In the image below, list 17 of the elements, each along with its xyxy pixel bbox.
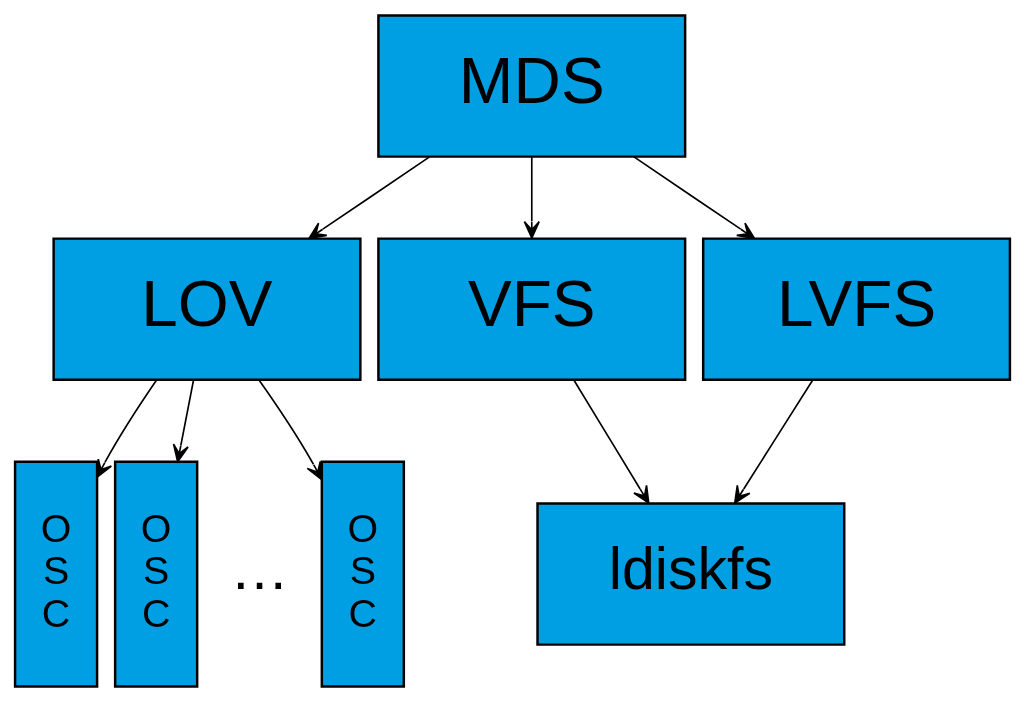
- arrow: [733, 379, 814, 504]
- node-box: O S C: [113, 460, 199, 688]
- node-box: O S C: [320, 460, 406, 688]
- arrow: [632, 155, 756, 240]
- arrow: [258, 378, 323, 481]
- arrow: [172, 379, 195, 463]
- node-box: LVFS: [701, 237, 1012, 381]
- node-box: LOV: [52, 237, 362, 381]
- arrow: [523, 155, 540, 239]
- label: …: [229, 535, 290, 602]
- arrow: [96, 379, 158, 478]
- arrow: [573, 379, 650, 504]
- node-box: O S C: [13, 460, 99, 688]
- arrow: [308, 155, 431, 240]
- node-box: VFS: [377, 237, 687, 381]
- node-box: MDS: [377, 14, 687, 158]
- node-box: ldiskfs: [536, 502, 846, 646]
